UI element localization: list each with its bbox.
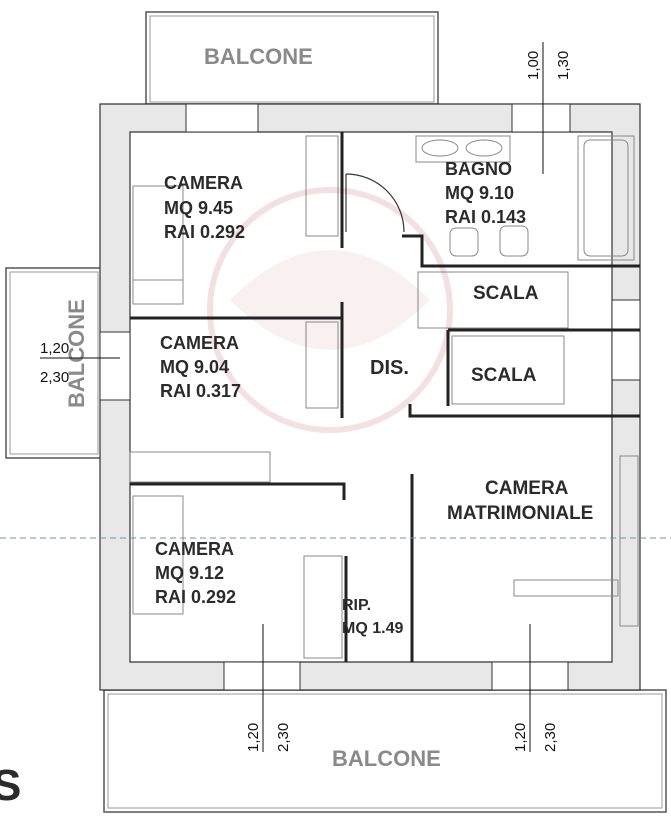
furniture: [129, 135, 639, 659]
room-camera-nw-rai: RAI 0.292: [164, 222, 245, 242]
balcony-left: [5, 267, 103, 459]
dimension-lines: [40, 42, 544, 752]
room-camera-sw-name: CAMERA: [155, 539, 234, 559]
dim-bottom-left-b: 2,30: [275, 723, 292, 752]
balcony-top: [145, 11, 439, 105]
room-rip-name: RIP.: [342, 597, 371, 614]
room-bagno-rai: RAI 0.143: [445, 207, 526, 227]
dim-bottom-right-b: 2,30: [542, 723, 559, 752]
room-camera-w-name: CAMERA: [160, 333, 239, 353]
watermark-logo: [207, 187, 453, 433]
balcony-bottom-label: BALCONE: [332, 746, 441, 771]
room-camera-sw-rai: RAI 0.292: [155, 587, 236, 607]
room-camera-w-area: MQ 9.04: [160, 357, 229, 377]
room-camera-nw-area: MQ 9.45: [164, 198, 233, 218]
partial-edge-text: S: [0, 761, 21, 810]
balcony-bottom: [103, 689, 667, 813]
room-camera-matrimoniale-line2: MATRIMONIALE: [447, 503, 593, 524]
room-camera-sw-area: MQ 9.12: [155, 563, 224, 583]
room-dis: DIS.: [370, 357, 409, 379]
door-swing: [345, 173, 405, 233]
room-bagno-area: MQ 9.10: [445, 183, 514, 203]
balcony-left-label: BALCONE: [64, 299, 89, 408]
interior-walls: [130, 132, 640, 662]
room-scala-lower: SCALA: [471, 365, 537, 386]
room-camera-nw-name: CAMERA: [164, 173, 243, 193]
room-bagno-name: BAGNO: [445, 159, 512, 179]
room-camera-w-rai: RAI 0.317: [160, 381, 241, 401]
dim-left-a: 1,20: [40, 340, 69, 357]
dim-bottom-right-a: 1,20: [512, 723, 529, 752]
dim-top-right-b: 1,30: [555, 51, 572, 80]
room-rip-area: MQ 1.49: [342, 620, 403, 637]
dim-bottom-left-a: 1,20: [245, 723, 262, 752]
room-camera-matrimoniale-line1: CAMERA: [485, 478, 569, 499]
balcony-top-label: BALCONE: [204, 44, 313, 69]
dim-left-b: 2,30: [40, 369, 69, 386]
dim-top-right-a: 1,00: [525, 51, 542, 80]
room-scala-upper: SCALA: [473, 283, 539, 304]
